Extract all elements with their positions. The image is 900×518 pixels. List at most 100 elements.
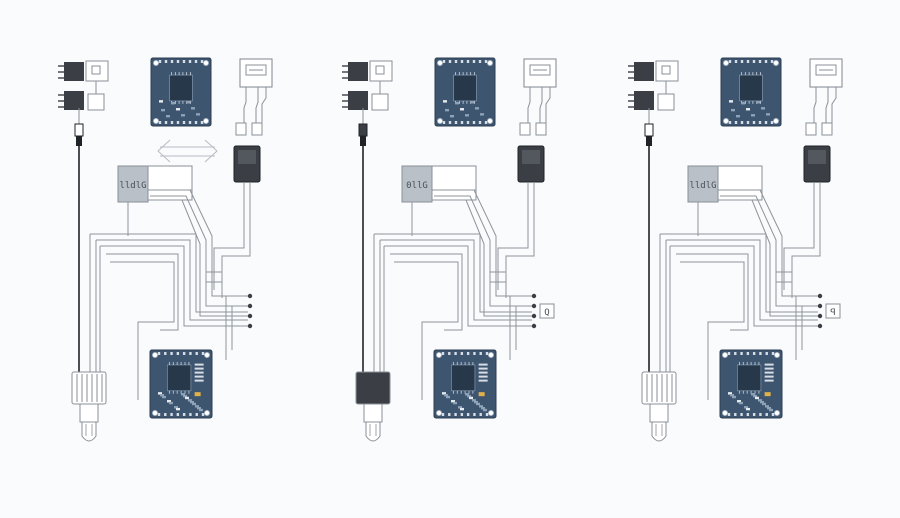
inline-fuse bbox=[74, 123, 84, 137]
smd-component bbox=[199, 408, 203, 412]
mounting-hole bbox=[203, 351, 210, 358]
mounting-hole bbox=[151, 351, 158, 358]
edge-pad bbox=[758, 121, 762, 124]
ic-chip bbox=[169, 74, 193, 102]
edge-pad bbox=[200, 60, 204, 63]
terminal-dot bbox=[247, 313, 253, 319]
ic-chip bbox=[453, 74, 477, 102]
wire bbox=[150, 189, 248, 297]
plug-body bbox=[634, 91, 654, 110]
socket-housing bbox=[657, 93, 675, 111]
connector-icon bbox=[641, 371, 677, 442]
edge-pad bbox=[466, 121, 470, 124]
edge-pad bbox=[734, 121, 738, 124]
edge-pad bbox=[752, 60, 756, 63]
terminal-dot bbox=[247, 303, 253, 309]
sensor-housing bbox=[523, 58, 557, 88]
header-pin bbox=[194, 375, 204, 378]
smd-component bbox=[741, 102, 745, 105]
smd-component bbox=[171, 102, 175, 105]
edge-pad bbox=[201, 352, 205, 355]
edge-pad bbox=[752, 352, 756, 355]
smd-component bbox=[739, 401, 743, 405]
edge-pad bbox=[448, 352, 451, 355]
edge-pad bbox=[765, 413, 768, 416]
smd-component bbox=[446, 395, 450, 399]
edge-pad bbox=[176, 121, 180, 124]
smd-component bbox=[162, 395, 166, 399]
edge-pad bbox=[460, 121, 464, 124]
edge-pad bbox=[182, 121, 186, 124]
smd-component bbox=[161, 108, 165, 112]
smd-component bbox=[190, 400, 194, 404]
plug-connectors bbox=[58, 60, 109, 111]
mounting-hole bbox=[721, 351, 728, 358]
edge-pad bbox=[759, 352, 762, 355]
smd-component bbox=[160, 394, 164, 397]
wire bbox=[204, 139, 218, 163]
wire bbox=[374, 233, 532, 313]
wire bbox=[720, 199, 818, 317]
edge-pad bbox=[752, 413, 756, 416]
mounting-hole bbox=[202, 60, 209, 67]
edge-pad bbox=[740, 352, 743, 355]
smd-component bbox=[196, 113, 200, 116]
relay-bracket bbox=[431, 165, 477, 191]
wire bbox=[213, 182, 245, 290]
wire bbox=[206, 271, 223, 283]
edge-pad bbox=[164, 352, 167, 355]
smd-component bbox=[765, 405, 769, 408]
connector-tip bbox=[365, 421, 381, 442]
edge-pad bbox=[728, 121, 732, 124]
mounting-hole bbox=[722, 118, 729, 125]
smd-component bbox=[478, 392, 485, 397]
edge-pad bbox=[765, 352, 768, 355]
connector-body bbox=[355, 371, 391, 405]
edge-pad bbox=[734, 60, 738, 63]
smd-component bbox=[756, 101, 760, 104]
socket-housing bbox=[369, 60, 393, 82]
smd-component bbox=[753, 394, 757, 398]
edge-pad bbox=[157, 413, 161, 416]
edge-pad bbox=[448, 60, 452, 63]
smd-component bbox=[744, 406, 748, 409]
connector-neck bbox=[79, 403, 99, 423]
terminal-dot bbox=[531, 303, 537, 309]
plug-connectors bbox=[628, 60, 679, 111]
smd-component bbox=[166, 115, 170, 118]
relay-module-icon: lldlG bbox=[687, 165, 763, 203]
smd-component bbox=[730, 394, 734, 397]
mounting-hole bbox=[435, 351, 442, 358]
ic-chip bbox=[167, 364, 192, 392]
smd-component bbox=[167, 400, 171, 403]
edge-pad bbox=[460, 60, 464, 63]
smd-component bbox=[480, 113, 484, 116]
edge-pad bbox=[189, 352, 192, 355]
smd-component bbox=[476, 402, 480, 406]
terminal-dot bbox=[817, 323, 823, 329]
edge-pad bbox=[752, 121, 756, 124]
edge-pad bbox=[460, 352, 464, 355]
sensor-window bbox=[815, 64, 837, 76]
edge-pad bbox=[176, 352, 180, 355]
smd-component bbox=[460, 108, 464, 111]
smd-component bbox=[761, 107, 765, 110]
edge-pad bbox=[746, 413, 750, 416]
plug-body bbox=[348, 62, 368, 81]
edge-pad bbox=[746, 60, 750, 63]
edge-pad bbox=[740, 60, 744, 63]
edge-pad bbox=[194, 121, 198, 124]
smd-component bbox=[450, 115, 454, 118]
mounting-hole bbox=[151, 409, 158, 416]
edge-pad bbox=[170, 121, 174, 124]
mounting-hole bbox=[721, 409, 728, 416]
edge-pad bbox=[764, 121, 768, 124]
terminal-dot bbox=[817, 313, 823, 319]
edge-pad bbox=[740, 413, 743, 416]
wire bbox=[783, 182, 815, 290]
smd-component bbox=[758, 399, 762, 402]
sensor-housing bbox=[809, 58, 843, 88]
smd-component bbox=[474, 400, 478, 404]
connector-tip bbox=[81, 421, 97, 442]
